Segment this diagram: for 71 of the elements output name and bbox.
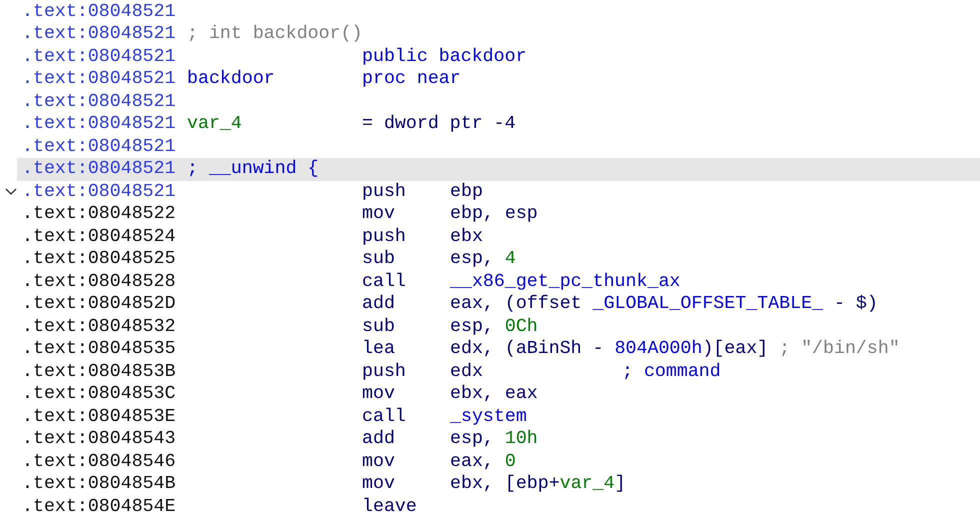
address-text: .text:0804854E: [22, 496, 176, 518]
operand-text: 804A000h: [614, 338, 702, 360]
address-text: .text:08048521: [22, 0, 176, 23]
address-text: .text:08048528: [22, 270, 176, 293]
address-text: .text:08048522: [22, 203, 176, 226]
operand-text: __x86_get_pc_thunk_ax: [450, 270, 680, 293]
mnemonic-text: sub: [362, 316, 395, 338]
operand-text: _GLOBAL_OFFSET_TABLE_: [592, 293, 824, 316]
mnemonic-text: public backdoor: [362, 46, 527, 68]
address-text: .text:08048521: [22, 113, 176, 136]
mnemonic-text: call: [362, 270, 406, 293]
address-text: .text:08048521: [22, 46, 176, 68]
address-text: .text:08048521: [22, 180, 176, 203]
mnemonic-text: leave: [362, 496, 417, 518]
operand-text: ]: [614, 473, 626, 496]
operand-text: ebx: [450, 226, 483, 248]
operand-text: var_4: [560, 473, 615, 496]
mnemonic-text: mov: [362, 203, 395, 226]
mnemonic-text: push: [362, 360, 406, 383]
address-text: .text:0804853E: [22, 406, 176, 428]
mnemonic-text: mov: [362, 450, 395, 473]
mnemonic-text: call: [362, 406, 406, 428]
address-text: .text:08048521: [22, 158, 176, 180]
mnemonic-text: add: [362, 293, 395, 316]
address-text: .text:08048524: [22, 226, 176, 248]
mnemonic-text: push: [362, 226, 406, 248]
address-text: .text:08048532: [22, 316, 176, 338]
operand-text: esp,: [450, 248, 494, 270]
mnemonic-text: push: [362, 180, 406, 203]
mnemonic-text: mov: [362, 383, 395, 406]
address-text: .text:08048546: [22, 450, 176, 473]
operand-text: eax, (offset: [450, 293, 582, 316]
address-text: .text:08048521: [22, 23, 176, 46]
operand-text: 0Ch: [504, 316, 538, 338]
comment-text: ; command: [622, 360, 721, 383]
mnemonic-text: lea: [362, 338, 395, 360]
address-text: .text:08048525: [22, 248, 176, 270]
operand-text: edx: [450, 360, 483, 383]
label-text: var_4: [187, 113, 242, 136]
operand-text: )[eax]: [702, 338, 768, 360]
label-text: ; int backdoor(): [187, 23, 363, 46]
operand-text: ebx, [ebp+: [450, 473, 560, 496]
address-text: .text:0804854B: [22, 473, 176, 496]
address-text: .text:0804853C: [22, 383, 176, 406]
comment-text: ; "/bin/sh": [779, 338, 900, 360]
mnemonic-text: = dword ptr -4: [362, 113, 516, 136]
mnemonic-text: sub: [362, 248, 395, 270]
operand-text: ebp, esp: [450, 203, 538, 226]
operand-text: _system: [450, 406, 527, 428]
operand-text: 0: [504, 450, 516, 473]
mnemonic-text: mov: [362, 473, 395, 496]
operand-text: eax,: [450, 450, 494, 473]
address-text: .text:08048543: [22, 428, 176, 450]
address-text: .text:08048521: [22, 90, 176, 113]
operand-text: ebp: [450, 180, 483, 203]
operand-text: esp,: [450, 316, 494, 338]
operand-text: edx, (aBinSh -: [450, 338, 604, 360]
address-text: .text:0804853B: [22, 360, 176, 383]
operand-text: ebx, eax: [450, 383, 538, 406]
mnemonic-text: add: [362, 428, 395, 450]
label-text: ; __unwind {: [187, 158, 319, 180]
operand-text: - $): [834, 293, 878, 316]
operand-text: esp,: [450, 428, 494, 450]
address-text: .text:08048521: [22, 136, 176, 158]
label-text: backdoor: [187, 68, 275, 90]
operand-text: 4: [504, 248, 516, 270]
address-text: .text:08048535: [22, 338, 176, 360]
operand-text: 10h: [504, 428, 538, 450]
mnemonic-text: proc near: [362, 68, 461, 90]
address-text: .text:08048521: [22, 68, 176, 90]
address-text: .text:0804852D: [22, 293, 176, 316]
